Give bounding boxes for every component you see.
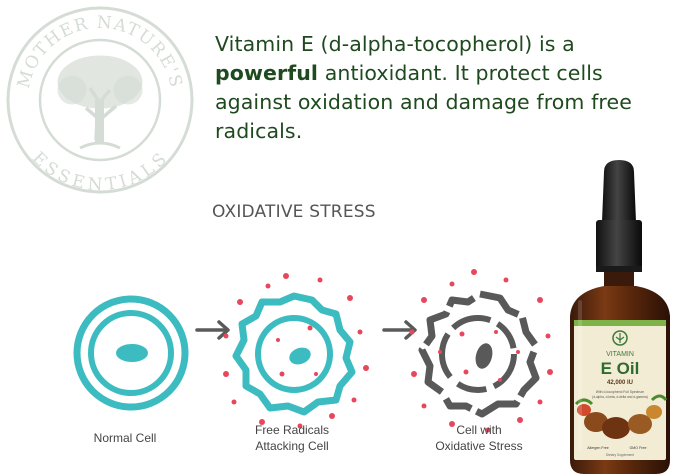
headline-part2: antioxidant. It protect cells against ox… — [215, 61, 632, 143]
brand-logo-icon — [612, 330, 628, 346]
normal-cell-illustration — [73, 295, 189, 411]
label-strength: 42,000 IU — [607, 380, 633, 386]
headline-emphasis: powerful — [215, 61, 319, 85]
label-product-name: E Oil — [601, 359, 640, 378]
gmo-free-badge: GMO Free — [630, 446, 647, 450]
brand-watermark-logo: MOTHER NATURE'S ESSENTIALS — [6, 6, 194, 195]
headline-part1: Vitamin E (d-alpha-tocopherol) is a — [215, 32, 575, 56]
label-footer: Dietary Supplement — [606, 453, 634, 457]
watermark-outer-ring — [6, 6, 194, 194]
nuts-illustration — [574, 394, 668, 439]
label-description-2: (d-alpha, d-beta, d-delta and d-gamma) — [592, 395, 648, 399]
label-title: VITAMIN — [606, 351, 634, 358]
attacked-cell-illustration — [223, 273, 369, 429]
arrow-icon — [382, 320, 417, 340]
dropper-bulb — [602, 160, 636, 222]
arrow-icon — [195, 320, 230, 340]
vitamin-e-oil-bottle-image: VITAMIN E Oil 42,000 IU With d-tocophero… — [570, 160, 670, 474]
caption-normal-cell: Normal Cell — [93, 431, 157, 445]
label-description-1: With d-tocopherol Full Spectrum — [596, 390, 645, 394]
free-radical-particles — [409, 269, 553, 433]
oxidative-stress-diagram — [73, 269, 553, 433]
free-radical-particles — [223, 273, 369, 429]
damaged-cell-illustration — [409, 269, 553, 433]
watermark-bottom-text: ESSENTIALS — [28, 148, 172, 195]
watermark-inner-ring — [38, 38, 162, 162]
tree-icon — [57, 55, 143, 150]
section-title: OXIDATIVE STRESS — [212, 202, 376, 222]
dropper-cap — [596, 220, 642, 270]
bottle-label: VITAMIN E Oil 42,000 IU With d-tocophero… — [574, 320, 668, 460]
allergen-free-badge: Allergen Free — [587, 446, 609, 450]
headline-text: Vitamin E (d-alpha-tocopherol) is a power… — [215, 30, 655, 146]
